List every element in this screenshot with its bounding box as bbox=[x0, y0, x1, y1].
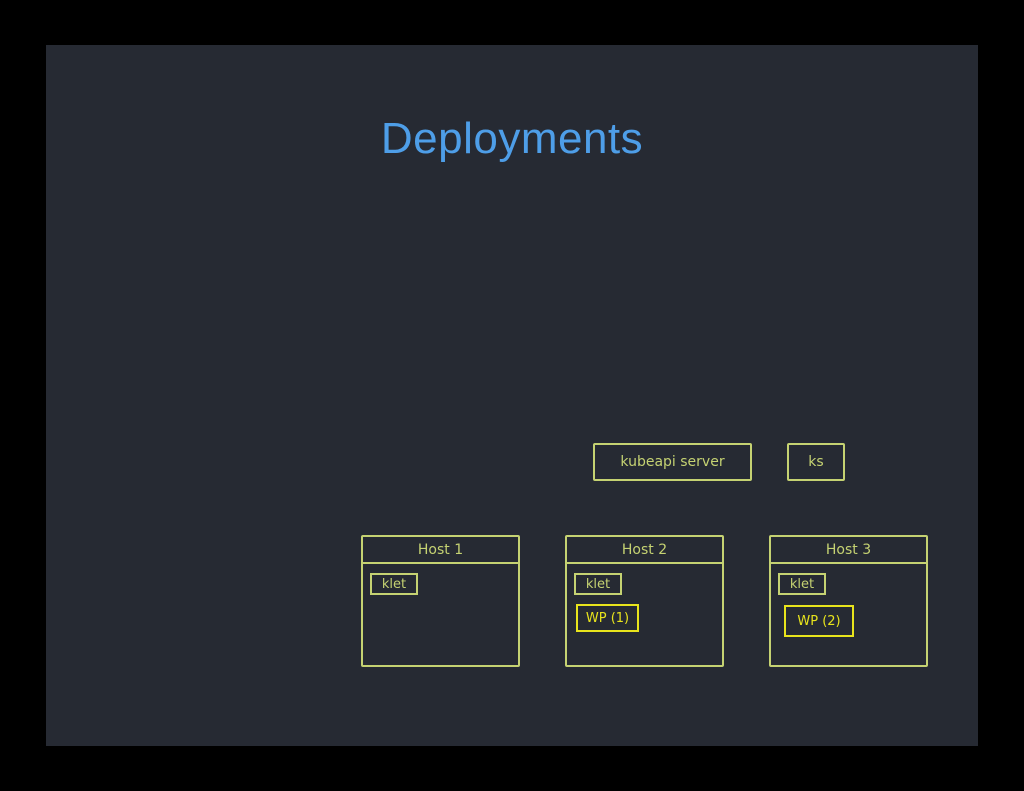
host-1-title: Host 1 bbox=[363, 537, 518, 564]
scheduler-box: ks bbox=[787, 443, 845, 481]
kubeapi-server-label: kubeapi server bbox=[620, 454, 725, 470]
host-2-pod: WP (1) bbox=[576, 604, 639, 632]
host-2-title: Host 2 bbox=[567, 537, 722, 564]
host-3-pod: WP (2) bbox=[784, 605, 854, 637]
host-3-klet: klet bbox=[778, 573, 826, 595]
scheduler-label: ks bbox=[808, 454, 824, 470]
host-2-klet: klet bbox=[574, 573, 622, 595]
slide: Deployments kubeapi server ks Host 1 kle… bbox=[46, 45, 978, 746]
slide-title: Deployments bbox=[380, 114, 644, 163]
host-1-klet: klet bbox=[370, 573, 418, 595]
host-2-box: Host 2 klet WP (1) bbox=[565, 535, 724, 667]
host-3-box: Host 3 klet WP (2) bbox=[769, 535, 928, 667]
host-3-title: Host 3 bbox=[771, 537, 926, 564]
host-1-box: Host 1 klet bbox=[361, 535, 520, 667]
kubeapi-server-box: kubeapi server bbox=[593, 443, 752, 481]
